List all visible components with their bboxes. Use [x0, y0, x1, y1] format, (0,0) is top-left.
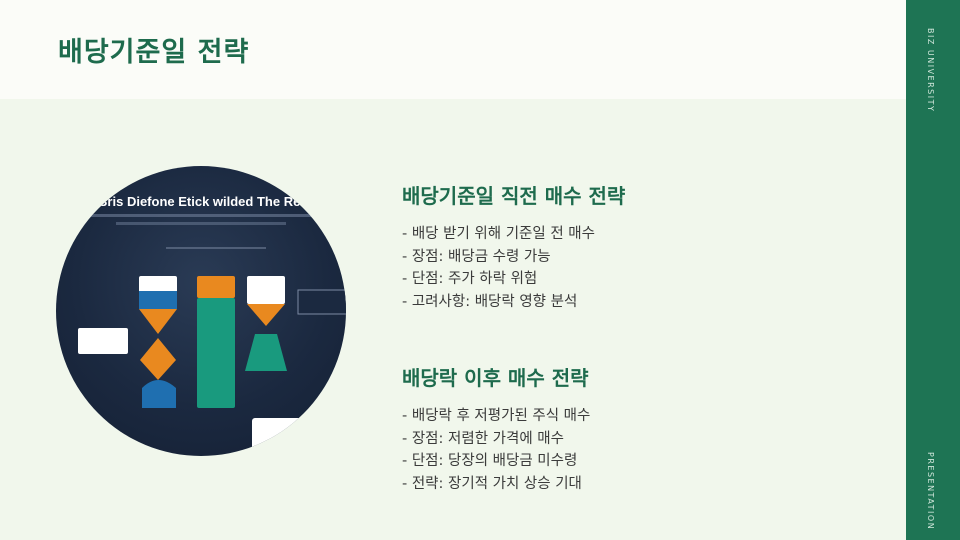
caption-line [116, 222, 286, 225]
header-band: 배당기준일 전략 [0, 0, 906, 99]
strategy-diagram-image: ing Bris Diefone Etick wilded The Recipp [56, 166, 346, 456]
bullet-item: - 전략: 장기적 가치 상승 기대 [402, 475, 582, 492]
left-funnel [139, 309, 177, 334]
sidebar-brand-text: BIZ UNIVERSITY [926, 28, 935, 113]
image-heading: ing Bris Diefone Etick wilded The Recipp [75, 194, 327, 209]
sidebar-band: BIZ UNIVERSITY PRESENTATION [906, 0, 960, 540]
left-diamond [140, 338, 176, 380]
card-middle-top [197, 276, 235, 298]
section-post-ex-dividend: 배당락 이후 매수 전략 - 배당락 후 저평가된 주식 매수 - 장점: 저렴… [402, 362, 590, 495]
side-card-right [297, 289, 346, 315]
section-title: 배당락 이후 매수 전략 [402, 366, 589, 390]
side-card-left [78, 328, 128, 354]
card-right-top [247, 276, 285, 304]
bullet-item: - 단점: 당장의 배당금 미수령 [402, 453, 578, 469]
bullet-item: - 장점: 배당금 수령 가능 [402, 248, 551, 265]
left-arch [142, 380, 176, 408]
bullet-item: - 고려사항: 배당락 영향 분석 [402, 293, 578, 310]
section-pre-record-date: 배당기준일 직전 매수 전략 - 배당 받기 위해 기준일 전 매수 - 장점:… [402, 180, 625, 313]
bullet-item: - 단점: 주가 하락 위험 [402, 271, 538, 287]
right-funnel [247, 304, 285, 326]
card-left-blue [139, 291, 177, 309]
caption-line [86, 214, 316, 217]
page-title: 배당기준일 전략 [58, 37, 250, 68]
right-shape [245, 334, 287, 371]
bottom-card [252, 418, 338, 450]
bullet-item: - 장점: 저렴한 가격에 매수 [402, 430, 564, 447]
sidebar-presentation-text: PRESENTATION [926, 452, 935, 531]
section-title: 배당기준일 직전 매수 전략 [402, 184, 626, 208]
bullet-item: - 배당락 후 저평가된 주식 매수 [402, 408, 591, 424]
diagram-illustration: ing Bris Diefone Etick wilded The Recipp [75, 194, 346, 450]
card-middle-column [197, 298, 235, 408]
bullet-item: - 배당 받기 위해 기준일 전 매수 [402, 226, 595, 242]
